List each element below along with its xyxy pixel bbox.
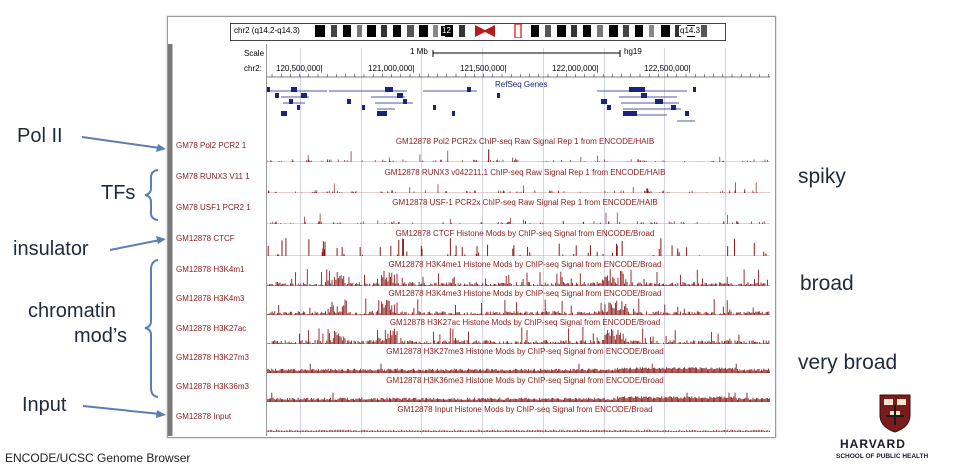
track-label-ctcf[interactable]: GM12878 CTCF: [176, 234, 235, 243]
track-title-pol2: GM12878 Pol2 PCR2x ChIP-seq Raw Signal R…: [395, 137, 655, 146]
track-label-h3k36m3[interactable]: GM12878 H3K36m3: [176, 382, 249, 391]
chr-label: chr2:: [244, 64, 262, 73]
track-label-h3k27ac[interactable]: GM12878 H3K27ac: [176, 324, 247, 333]
annotation-broad: broad: [800, 272, 854, 295]
annotation-chromatin: chromatin: [28, 300, 116, 322]
position-tick: 122,500,000|: [644, 64, 691, 73]
annotation-tfs: TFs: [101, 182, 136, 204]
annotation-very-broad: very broad: [798, 351, 898, 374]
position-tick: 121,000,000|: [368, 64, 415, 73]
position-tick: 120,500,000|: [276, 64, 323, 73]
grid-line: [664, 48, 665, 434]
harvard-wordmark: HARVARD: [840, 437, 906, 451]
track-title-h3k4me1: GM12878 H3K4me1 Histone Mods by ChIP-seq…: [388, 260, 662, 269]
track-title-ctcf: GM12878 CTCF Histone Mods by ChIP-seq Si…: [395, 229, 655, 238]
ideogram-label: chr2 (q14.2-q14.3): [232, 24, 302, 38]
track-drag-bar[interactable]: [168, 44, 173, 436]
signal-track-h3k4me3[interactable]: [267, 297, 770, 315]
position-tick: 122,000,000|: [552, 64, 599, 73]
ideogram-band-12: 12: [441, 26, 452, 36]
insulator-arrow: [109, 239, 161, 251]
signal-track-input[interactable]: [267, 415, 770, 432]
signal-track-usf1[interactable]: [267, 208, 770, 224]
track-label-column: [172, 44, 267, 436]
track-label-pol2[interactable]: GM78 Pol2 PCR2 1: [176, 141, 247, 150]
signal-track-h3k27me3[interactable]: [267, 356, 770, 373]
signal-track-runx3[interactable]: [267, 177, 770, 193]
signal-track-pol2[interactable]: [267, 146, 770, 162]
annotation-pol2: Pol II: [17, 125, 63, 147]
harvard-shield-icon: [879, 394, 911, 433]
chromatin-brace: [144, 259, 159, 398]
grid-line: [543, 48, 544, 434]
annotation-mods: mod’s: [74, 325, 127, 347]
position-axis-ticks: [267, 74, 770, 78]
track-label-h3k4m3[interactable]: GM12878 H3K4m3: [176, 294, 245, 303]
grid-line: [482, 48, 483, 434]
assembly-label: hg19: [624, 47, 642, 56]
annotation-spiky: spiky: [798, 165, 846, 188]
track-title-runx3: GM12878 RUNX3 v042211.1 ChIP-seq Raw Sig…: [384, 168, 666, 177]
signal-track-h3k4me1[interactable]: [267, 268, 770, 286]
pol2-arrow: [81, 136, 161, 149]
grid-line: [361, 48, 362, 434]
signal-track-h3k36me3[interactable]: [267, 385, 770, 402]
refseq-genes-track[interactable]: [267, 87, 770, 131]
tfs-brace: [144, 169, 159, 221]
track-title-h3k36me3: GM12878 H3K36me3 Histone Mods by ChIP-se…: [386, 376, 664, 385]
track-label-usf1[interactable]: GM78 USF1 PCR2 1: [176, 203, 251, 212]
track-title-h3k4me3: GM12878 H3K4me3 Histone Mods by ChIP-seq…: [388, 289, 662, 298]
track-title-input: GM12878 Input Histone Mods by ChIP-seq S…: [397, 405, 653, 414]
input-arrow: [82, 405, 161, 415]
annotation-insulator: insulator: [13, 238, 89, 260]
grid-line: [421, 48, 422, 434]
track-area: [172, 44, 771, 436]
genome-browser-panel: [167, 16, 776, 438]
track-label-input[interactable]: GM12878 Input: [176, 412, 232, 421]
grid-line: [604, 48, 605, 434]
scale-bar: [432, 50, 621, 57]
track-title-usf1: GM12878 USF-1 PCR2x ChIP-seq Raw Signal …: [392, 198, 658, 207]
track-label-h3k27m3[interactable]: GM12878 H3K27m3: [176, 353, 249, 362]
scale-label: Scale: [244, 49, 265, 58]
ideogram-bands: [315, 24, 707, 38]
refseq-genes-title: RefSeq Genes: [495, 80, 548, 89]
school-name: SCHOOL OF PUBLIC HEALTH: [836, 453, 929, 460]
track-title-h3k27me3: GM12878 H3K27me3 Histone Mods by ChIP-se…: [386, 347, 664, 356]
grid-line: [725, 48, 726, 434]
track-title-h3k27ac: GM12878 H3K27ac Histone Mods by ChIP-seq…: [389, 318, 661, 327]
scale-value: 1 Mb: [410, 47, 428, 56]
signal-track-ctcf[interactable]: [267, 237, 770, 256]
track-label-runx3[interactable]: GM78 RUNX3 V11 1: [176, 172, 250, 181]
track-label-h3k4m1[interactable]: GM12878 H3K4m1: [176, 265, 245, 274]
annotation-input: Input: [22, 394, 67, 416]
ideogram-band-q14-3: q14.3: [679, 26, 702, 36]
signal-track-h3k27ac[interactable]: [267, 326, 770, 344]
grid-line: [300, 48, 301, 434]
source-caption: ENCODE/UCSC Genome Browser: [5, 451, 191, 465]
position-tick: 121,500,000|: [460, 64, 507, 73]
